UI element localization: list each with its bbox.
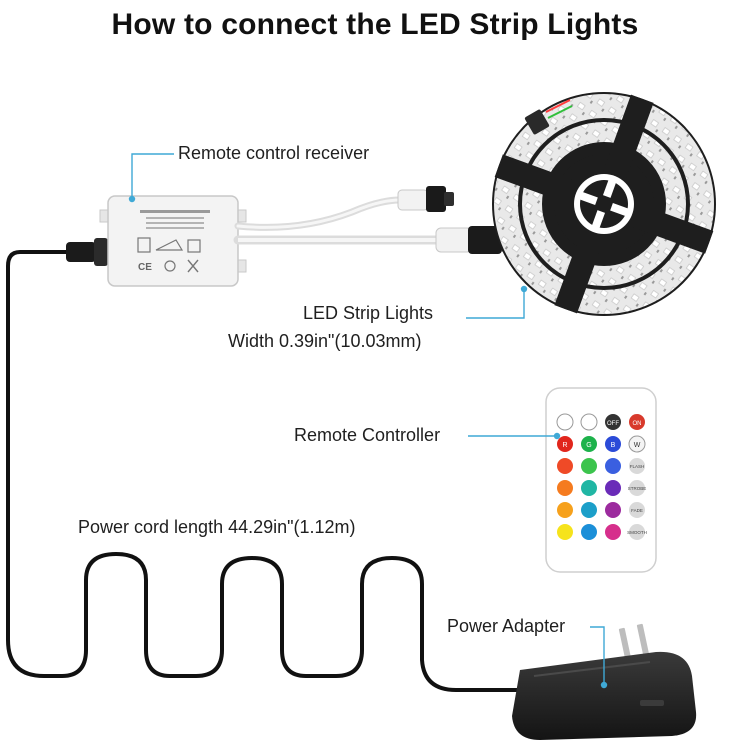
remote-w-label: W xyxy=(634,442,641,449)
label-strip-width: Width 0.39in"(10.03mm) xyxy=(228,331,422,351)
dc-plug xyxy=(66,238,108,266)
label-strip-name: LED Strip Lights xyxy=(303,303,434,323)
remote-control-receiver: CE xyxy=(99,195,247,287)
remote-g-label: G xyxy=(586,442,591,449)
ir-sensor-head xyxy=(397,186,454,212)
label-cord-length: Power cord length 44.29in"(1.12m) xyxy=(78,517,356,537)
label-power-adapter: Power Adapter xyxy=(447,616,566,636)
remote-b-label: B xyxy=(611,442,616,449)
power-cord xyxy=(6,250,520,692)
label-receiver: Remote control receiver xyxy=(178,143,370,163)
remote-fade-label: FADE xyxy=(631,508,643,513)
remote-strobe-label: STROBE xyxy=(628,486,647,491)
svg-text:CE: CE xyxy=(138,262,152,273)
remote-r-label: R xyxy=(562,442,567,449)
led-strip-reel xyxy=(492,92,716,316)
remote-on-label: ON xyxy=(633,421,642,427)
remote-flash-label: FLASH xyxy=(630,464,645,469)
remote-controller: OFF ON R G B W FLASH STROBE FADE SMOOTH xyxy=(545,387,657,573)
label-remote: Remote Controller xyxy=(294,425,441,445)
power-adapter xyxy=(512,623,697,740)
diagram-title: How to connect the LED Strip Lights xyxy=(111,8,639,41)
remote-off-label: OFF xyxy=(607,421,619,427)
remote-smooth-label: SMOOTH xyxy=(627,530,647,535)
leader-lines xyxy=(131,153,605,684)
